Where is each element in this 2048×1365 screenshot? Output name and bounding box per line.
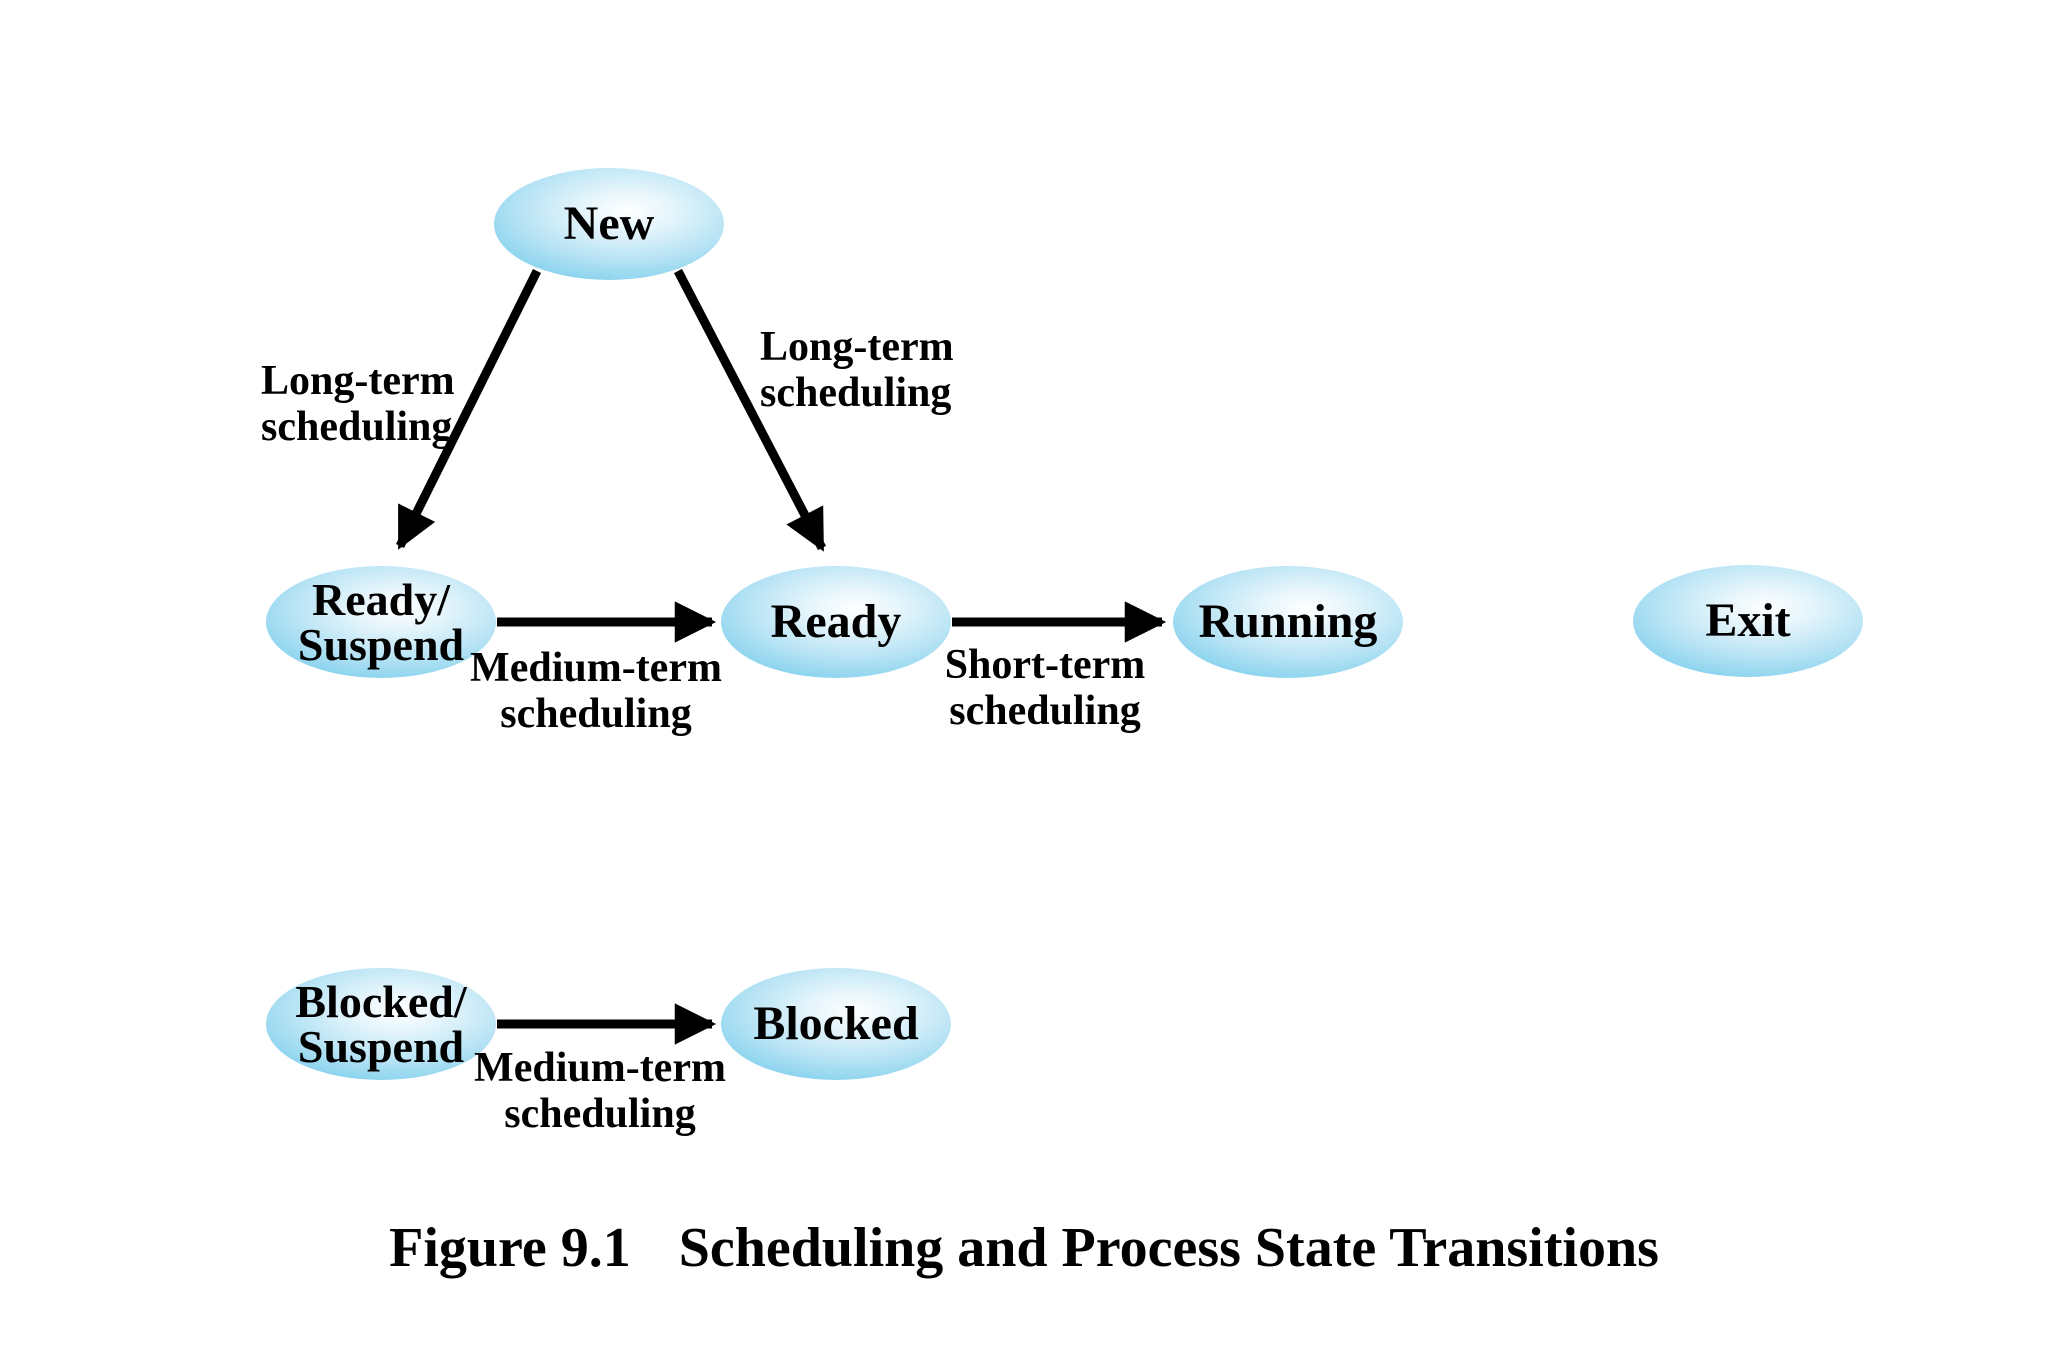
- node-new: New: [494, 168, 724, 280]
- label-medium-term-scheduling-top: Medium-term scheduling: [396, 645, 796, 737]
- node-blocked-suspend-line1: Blocked/: [295, 976, 467, 1027]
- node-new-label: New: [563, 197, 655, 250]
- node-blocked-label: Blocked: [753, 997, 919, 1050]
- node-blocked-suspend: Blocked/ Suspend: [266, 968, 496, 1080]
- figure-caption: Figure 9.1 Scheduling and Process State T…: [0, 1212, 2048, 1284]
- label-medium-term-bottom-line2: scheduling: [504, 1091, 696, 1137]
- figure-caption-number: Figure 9.1: [389, 1217, 631, 1279]
- label-long-term-scheduling-left: Long-term scheduling: [261, 358, 455, 450]
- label-short-term-line1: Short-term: [944, 642, 1146, 688]
- label-long-term-right-line1: Long-term: [760, 324, 954, 370]
- node-ready: Ready: [721, 566, 951, 678]
- node-ready-label: Ready: [770, 595, 902, 648]
- node-exit-label: Exit: [1705, 594, 1791, 647]
- node-ready-suspend: Ready/ Suspend: [266, 566, 496, 678]
- node-blocked: Blocked: [721, 968, 951, 1080]
- label-short-term-scheduling: Short-term scheduling: [845, 642, 1245, 734]
- label-medium-term-bottom-line1: Medium-term: [474, 1045, 726, 1091]
- label-long-term-left-line2: scheduling: [261, 404, 453, 450]
- node-running: Running: [1173, 566, 1403, 678]
- node-exit: Exit: [1633, 565, 1863, 677]
- label-long-term-scheduling-right: Long-term scheduling: [760, 324, 954, 416]
- label-medium-term-top-line1: Medium-term: [470, 645, 722, 691]
- label-medium-term-top-line2: scheduling: [500, 691, 692, 737]
- figure-caption-title: Scheduling and Process State Transitions: [678, 1217, 1659, 1279]
- arrow-new-to-ready-suspend: [395, 268, 542, 550]
- label-long-term-left-line1: Long-term: [261, 358, 455, 404]
- label-long-term-right-line2: scheduling: [760, 370, 952, 416]
- node-running-label: Running: [1198, 595, 1378, 648]
- label-medium-term-scheduling-bottom: Medium-term scheduling: [400, 1045, 800, 1137]
- arrow-new-to-ready: [674, 268, 826, 552]
- node-blocked-suspend-line2: Suspend: [297, 1021, 465, 1072]
- node-ready-suspend-line2: Suspend: [297, 619, 465, 670]
- node-ready-suspend-line1: Ready/: [312, 574, 450, 625]
- label-short-term-line2: scheduling: [949, 688, 1141, 734]
